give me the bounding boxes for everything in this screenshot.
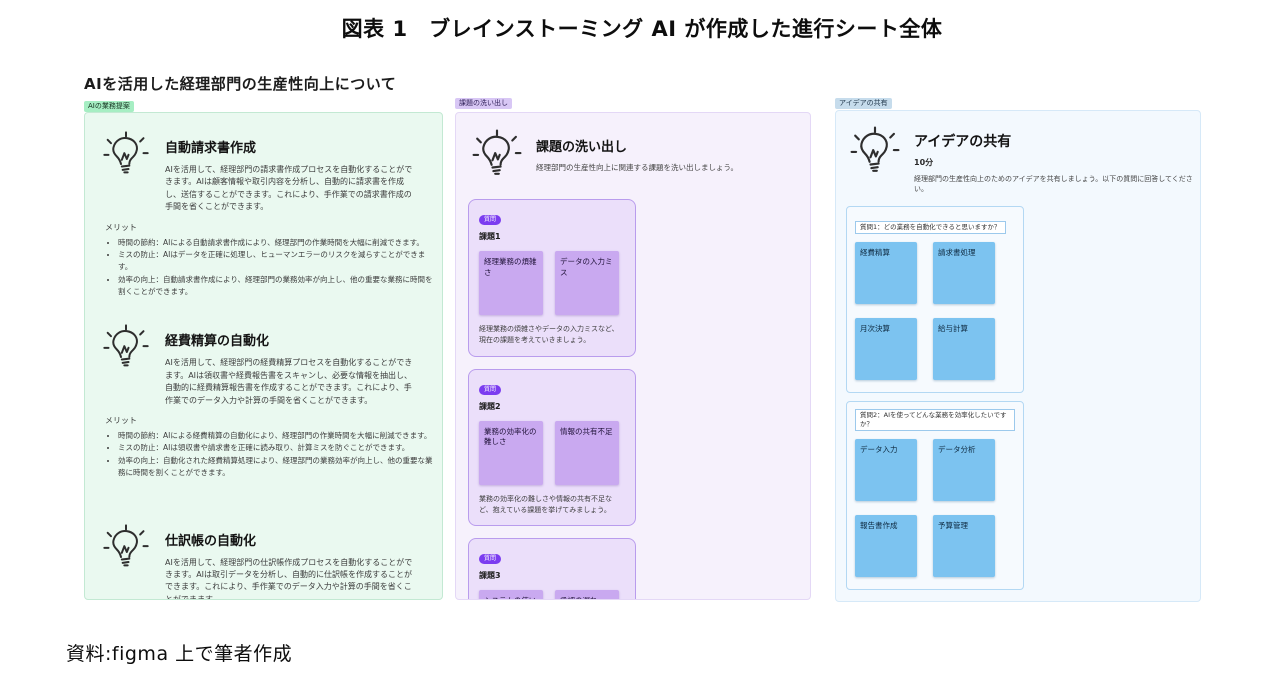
merit-item: ミスの防止：AIは領収書や請求書を正確に読み取り、計算ミスを防ぐことができます。 bbox=[118, 442, 438, 454]
issues-title: 課題の洗い出し bbox=[536, 140, 628, 155]
sticky-note: データ分析 bbox=[933, 439, 995, 501]
ideas-title: アイデアの共有 bbox=[914, 134, 1012, 150]
issue-card-note: 業務の効率化の難しさや情報の共有不足など、抱えている課題を挙げてみましょう。 bbox=[479, 494, 612, 514]
question-group-1: 質問1：どの業務を自動化できると思いますか？ 経費精算 請求書処理 月次決算 給… bbox=[846, 206, 1024, 393]
sticky-note: 請求書処理 bbox=[933, 242, 995, 304]
issue-card-2: 質問 課題2 業務の効率化の難しさ 情報の共有不足 業務の効率化の難しさや情報の… bbox=[468, 368, 636, 527]
issue-badge: 質問 bbox=[479, 215, 502, 225]
figure-caption: 図表 1 ブレインストーミング AI が作成した進行シート全体 bbox=[341, 17, 943, 41]
section-title: 仕訳帳の自動化 bbox=[165, 533, 257, 549]
sticky-note: 情報の共有不足 bbox=[555, 420, 619, 485]
panel-tag-issues: 課題の洗い出し bbox=[455, 98, 512, 109]
lightbulb-icon bbox=[850, 126, 900, 172]
sticky-note: 業務の効率化の難しさ bbox=[479, 420, 543, 485]
section-title: 経費精算の自動化 bbox=[165, 334, 270, 350]
suggestion-section-journal-automation: 仕訳帳の自動化 AIを活用して、経理部門の仕訳帳作成プロセスを自動化することがで… bbox=[101, 522, 428, 600]
issue-card-label: 課題1 bbox=[479, 232, 501, 241]
issue-card-label: 課題2 bbox=[479, 401, 501, 411]
merit-list: 時間の節約：AIによる経費精算の自動化により、経理部門の作業時間を大幅に削減でき… bbox=[107, 430, 438, 480]
issue-card-1: 質問 課題1 経理業務の煩雑さ データの入力ミス 経理業務の煩雑さやデータの入力… bbox=[468, 199, 636, 357]
merit-block: メリット 時間の節約：AIによる経費精算の自動化により、経理部門の作業時間を大幅… bbox=[105, 415, 433, 480]
merit-item: 時間の節約：AIによる経費精算の自動化により、経理部門の作業時間を大幅に削減でき… bbox=[118, 430, 438, 442]
merit-item: 効率の向上：自動請求書作成により、経理部門の業務効率が向上し、他の重要な業務に時… bbox=[118, 274, 438, 299]
merit-item: 時間の節約：AIによる自動請求書作成により、経理部門の作業時間を大幅に削減できま… bbox=[118, 237, 438, 249]
question-label: 質問2：AIを使ってどんな業務を効率化したいですか？ bbox=[855, 409, 1015, 431]
merit-item: ミスの防止：AIはデータを正確に処理し、ヒューマンエラーのリスクを減らすことがで… bbox=[118, 249, 438, 274]
sticky-note: 報告書作成 bbox=[855, 515, 917, 577]
ideas-subtitle: 経理部門の生産性向上のためのアイデアを共有しましょう。以下の質問に回答してくださ… bbox=[914, 175, 1193, 193]
lightbulb-icon bbox=[103, 131, 149, 174]
section-title: 自動請求書作成 bbox=[165, 141, 257, 156]
issue-card-label: 課題3 bbox=[479, 571, 501, 581]
sticky-note: システムの使いにくさ bbox=[479, 590, 543, 599]
sticky-note: 承認の遅れ bbox=[555, 590, 619, 599]
issues-header: 課題の洗い出し 経理部門の生産性向上に関連する課題を洗い出しましょう。 bbox=[456, 113, 810, 187]
source-note: 資料:figma 上で筆者作成 bbox=[66, 643, 293, 665]
issue-badge: 質問 bbox=[479, 554, 502, 565]
panel-tag-ai-suggestions: AIの業務提案 bbox=[84, 101, 134, 112]
sticky-note: データ入力 bbox=[855, 439, 917, 501]
sticky-note: 給与計算 bbox=[933, 318, 995, 380]
panel-idea-sharing: アイデアの共有 10分 経理部門の生産性向上のためのアイデアを共有しましょう。以… bbox=[835, 110, 1201, 602]
merit-item: 効率の向上：自動化された経費精算処理により、経理部門の業務効率が向上し、他の重要… bbox=[118, 455, 438, 480]
issue-card-note: 経理業務の煩雑さやデータの入力ミスなど、現在の課題を考えていきましょう。 bbox=[479, 325, 619, 344]
panel-tag-ideas: アイデアの共有 bbox=[835, 98, 892, 109]
sticky-note: 経費精算 bbox=[855, 242, 917, 304]
board-title: AIを活用した経理部門の生産性向上について bbox=[84, 75, 397, 93]
suggestion-section-expense-automation: 経費精算の自動化 AIを活用して、経理部門の経費精算プロセスを自動化することがで… bbox=[101, 322, 428, 407]
suggestion-section-auto-invoice: 自動請求書作成 AIを活用して、経理部門の請求書作成プロセスを自動化することがで… bbox=[101, 129, 428, 214]
lightbulb-icon bbox=[103, 324, 149, 367]
lightbulb-icon bbox=[472, 129, 522, 175]
question-label: 質問1：どの業務を自動化できると思いますか？ bbox=[855, 221, 1006, 234]
merit-list: 時間の節約：AIによる自動請求書作成により、経理部門の作業時間を大幅に削減できま… bbox=[107, 237, 438, 299]
sticky-note: 経理業務の煩雑さ bbox=[479, 251, 543, 315]
question-group-2: 質問2：AIを使ってどんな業務を効率化したいですか？ データ入力 データ分析 報… bbox=[846, 401, 1024, 590]
lightbulb-icon bbox=[103, 523, 149, 566]
section-body: AIを活用して、経理部門の仕訳帳作成プロセスを自動化することができます。AIは取… bbox=[165, 557, 413, 600]
merit-label: メリット bbox=[105, 222, 137, 232]
merit-block: メリット 時間の節約：AIによる自動請求書作成により、経理部門の作業時間を大幅に… bbox=[105, 222, 433, 299]
panel-issue-identification: 課題の洗い出し 経理部門の生産性向上に関連する課題を洗い出しましょう。 質問 課… bbox=[455, 112, 811, 600]
sticky-note: 月次決算 bbox=[855, 318, 917, 380]
issue-card-3: 質問 課題3 システムの使いにくさ 承認の遅れ システムの使いにくさや承認の遅延… bbox=[468, 538, 636, 599]
section-body: AIを活用して、経理部門の請求書作成プロセスを自動化することができます。AIは顧… bbox=[165, 165, 413, 212]
ideas-header: アイデアの共有 10分 経理部門の生産性向上のためのアイデアを共有しましょう。以… bbox=[836, 111, 1200, 198]
sticky-note: データの入力ミス bbox=[555, 251, 619, 315]
issues-subtitle: 経理部門の生産性向上に関連する課題を洗い出しましょう。 bbox=[536, 163, 739, 172]
issue-badge: 質問 bbox=[479, 384, 502, 395]
section-body: AIを活用して、経理部門の経費精算プロセスを自動化することができます。AIは領収… bbox=[165, 358, 413, 405]
merit-label: メリット bbox=[105, 416, 137, 425]
ideas-duration: 10分 bbox=[914, 158, 934, 167]
panel-ai-suggestions: 自動請求書作成 AIを活用して、経理部門の請求書作成プロセスを自動化することがで… bbox=[84, 112, 443, 600]
sticky-note: 予算管理 bbox=[933, 515, 995, 577]
